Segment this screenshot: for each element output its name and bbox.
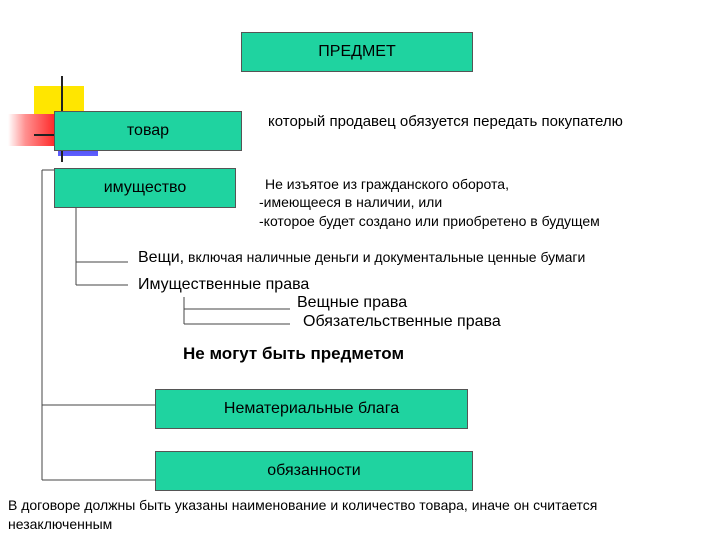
intangible-goods-box: Нематериальные блага [155, 389, 468, 429]
subject-box: ПРЕДМЕТ [241, 32, 473, 72]
things-line: Вещи, включая наличные деньги и документ… [138, 249, 585, 267]
property-note-2: -имеющееся в наличии, или [259, 194, 443, 210]
seller-note: который продавец обязуется передать поку… [268, 113, 623, 130]
property-note-3: -которое будет создано или приобретено в… [259, 213, 600, 229]
property-note-1: Не изъятое из гражданского оборота, [265, 176, 509, 192]
footer-line-1: В договоре должны быть указаны наименова… [8, 497, 598, 513]
decor-red-square [8, 114, 58, 146]
goods-box: товар [54, 111, 242, 151]
obligation-rights: Обязательственные права [303, 313, 501, 330]
footer-line-2: незаключенным [8, 516, 113, 532]
property-box: имущество [54, 168, 236, 208]
real-rights: Вещные права [297, 294, 408, 311]
things-rest: включая наличные деньги и документальные… [184, 249, 586, 265]
obligations-box: обязанности [155, 451, 473, 491]
cannot-be-subject-heading: Не могут быть предметом [183, 344, 405, 363]
property-rights: Имущественные права [138, 276, 310, 293]
things-lead: Вещи, [138, 249, 185, 266]
